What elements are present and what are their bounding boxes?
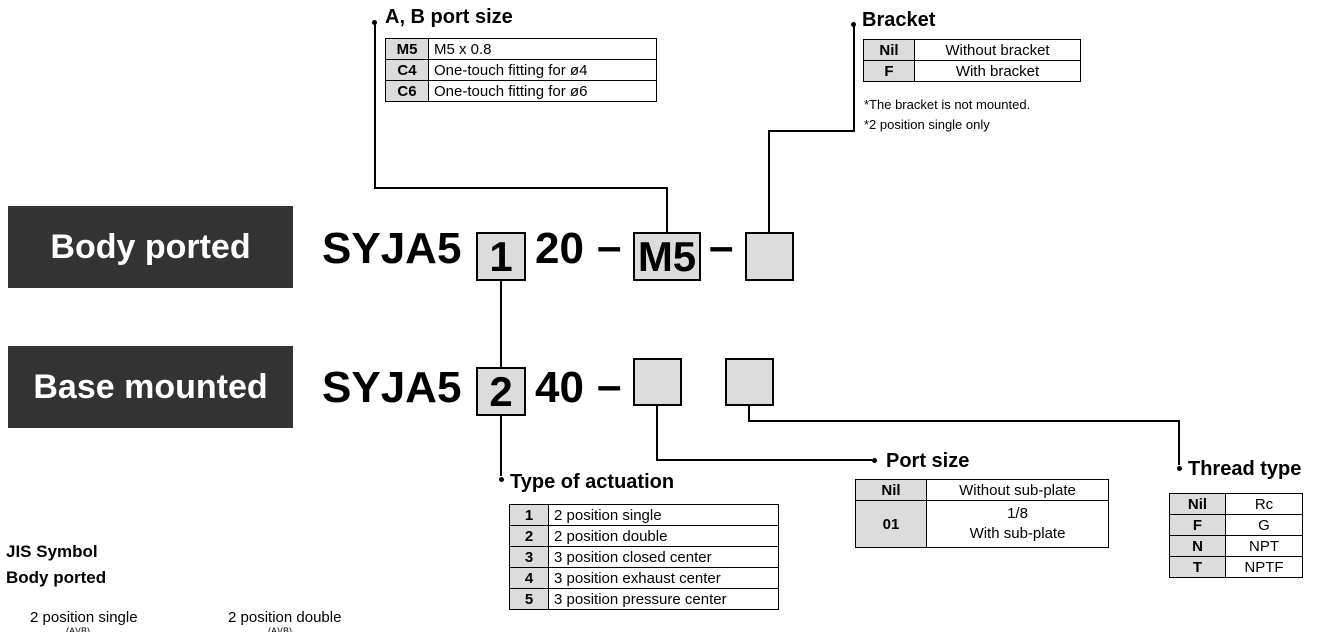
body-port-box: M5 [633, 232, 701, 281]
base-code-prefix: SYJA5 [322, 363, 462, 412]
body-actuation-box: 1 [476, 232, 526, 281]
dot-bracket [851, 22, 856, 27]
thread-title: Thread type [1188, 458, 1302, 480]
dot-ab-port [372, 20, 377, 25]
base-port-box [633, 358, 682, 406]
bracket-note-2: *2 position single only [864, 117, 990, 132]
body-ported-label: Body ported [8, 206, 293, 288]
jis-title: JIS Symbol [6, 542, 98, 561]
jis-double-label: 2 position double [228, 609, 342, 626]
base-thread-box [725, 358, 774, 406]
jis-double-ports: (A)(B) [268, 626, 292, 632]
leader-port-size [656, 405, 872, 461]
dot-thread [1177, 466, 1182, 471]
body-dash-1: – [597, 222, 622, 271]
leader-bracket [768, 25, 855, 232]
body-dash-2: – [709, 222, 734, 271]
port-size-value-line-1: 1/8 [1007, 505, 1028, 522]
table-row: 01 1/8 With sub-plate [855, 500, 1109, 548]
jis-single-label: 2 position single [30, 609, 138, 626]
base-dash-1: – [597, 361, 622, 410]
dot-actuation [499, 477, 504, 482]
bracket-title: Bracket [862, 9, 936, 31]
jis-single-ports: (A)(B) [66, 626, 90, 632]
jis-subtitle: Body ported [6, 568, 107, 587]
leader-thread [748, 405, 1180, 465]
port-size-title: Port size [886, 450, 970, 472]
dot-port-size [872, 458, 877, 463]
body-code-prefix: SYJA5 [322, 224, 462, 273]
bracket-note-1: *The bracket is not mounted. [864, 97, 1031, 112]
body-bracket-box [745, 232, 794, 281]
port-size-value-line-2: With sub-plate [969, 525, 1066, 542]
ab-port-title: A, B port size [385, 6, 513, 28]
base-mounted-label: Base mounted [8, 346, 293, 428]
base-actuation-box: 2 [476, 367, 526, 416]
base-code-mid: 40 [535, 363, 584, 412]
body-code-mid: 20 [535, 224, 584, 273]
leader-ab-port [374, 22, 668, 232]
actuation-title: Type of actuation [510, 471, 675, 493]
